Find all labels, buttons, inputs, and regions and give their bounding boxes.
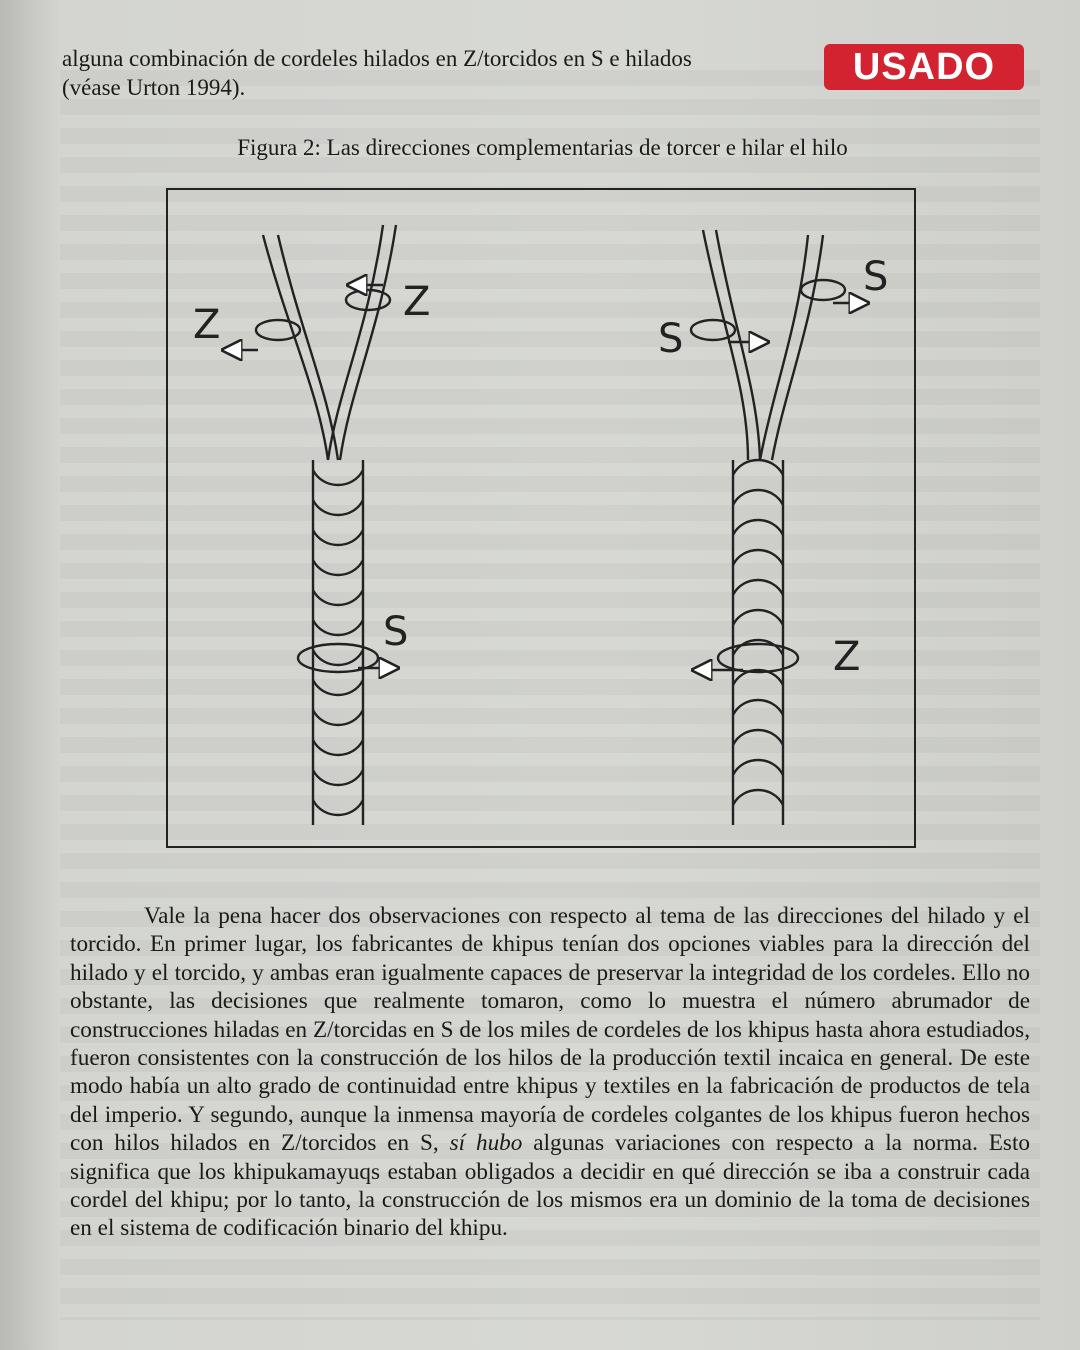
cord-diagram: Z Z S (193, 224, 888, 825)
right-cord-top-label: S (658, 316, 683, 362)
top-paragraph-line-1: alguna combinación de cordeles hilados e… (62, 46, 692, 71)
body-paragraph-part-1: Vale la pena hacer dos observaciones con… (70, 903, 1030, 1157)
figure-caption: Figura 2: Las direcciones complementaria… (237, 135, 848, 160)
right-cord (689, 229, 868, 825)
right-cord-bottom-label: Z (833, 634, 860, 680)
used-badge: USADO (824, 44, 1024, 90)
left-cord-top-label: Z (403, 279, 430, 325)
right-cord-outer-label: S (863, 254, 888, 300)
left-cord (223, 224, 398, 825)
body-paragraph-part-2: algunas variaciones con respecto a la no… (70, 1130, 1030, 1242)
top-paragraph-line-2: (véase Urton 1994). (62, 75, 246, 100)
body-paragraph: Vale la pena hacer dos observaciones con… (70, 902, 1030, 1243)
figure-frame: Z Z S (166, 188, 916, 848)
top-paragraph: alguna combinación de cordeles hilados e… (62, 44, 822, 102)
bleed-through-text (60, 70, 1040, 1320)
left-cord-ply (311, 460, 365, 825)
left-cord-outer-label: Z (193, 302, 220, 348)
left-cord-bottom-label: S (383, 609, 408, 655)
body-paragraph-emphasis: sí hubo (449, 1130, 523, 1157)
right-cord-ply (731, 458, 785, 825)
